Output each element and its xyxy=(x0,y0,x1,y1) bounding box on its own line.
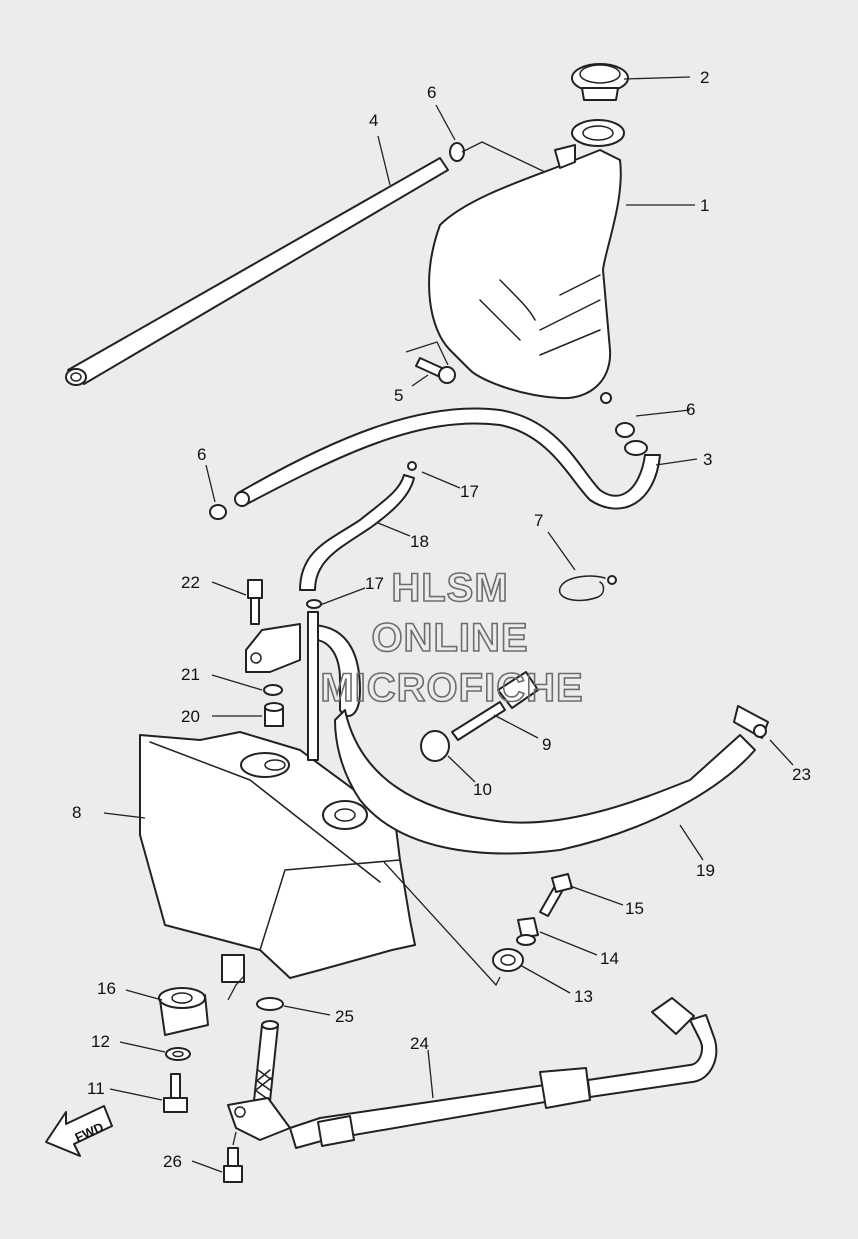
fwd-arrow-icon: FWD xyxy=(45,1105,113,1157)
part-16-cap xyxy=(158,987,209,1036)
part-19-oil-hose xyxy=(334,709,756,855)
callout-labels: 1 2 3 4 5 6 6 6 7 8 9 10 11 12 13 14 15 … xyxy=(72,68,811,1171)
tank-outlet-pipe xyxy=(307,611,361,761)
part-7-band xyxy=(558,575,617,602)
part-15-bolt xyxy=(539,873,573,917)
callout-4: 4 xyxy=(369,111,378,130)
callout-6-left: 6 xyxy=(197,445,206,464)
callout-17-lower: 17 xyxy=(365,574,384,593)
callout-11: 11 xyxy=(87,1079,105,1098)
part-20-collar xyxy=(264,702,284,727)
part-9-oil-level-gauge xyxy=(451,671,539,741)
callout-20: 20 xyxy=(181,707,200,726)
part-17-clip-b xyxy=(306,599,322,609)
callout-2: 2 xyxy=(700,68,709,87)
part-18-breather-hose xyxy=(299,474,415,591)
part-6-clip-left xyxy=(209,504,227,520)
part-26-bolt xyxy=(223,1147,243,1183)
part-21-o-ring xyxy=(263,684,283,696)
callout-22: 22 xyxy=(181,573,200,592)
watermark-line-2: ONLINE xyxy=(371,616,528,660)
callout-3: 3 xyxy=(703,450,712,469)
callout-8: 8 xyxy=(72,803,81,822)
callout-24: 24 xyxy=(410,1034,429,1053)
callout-10: 10 xyxy=(473,780,492,799)
part-17-clip-a xyxy=(407,461,417,471)
callout-9: 9 xyxy=(542,735,551,754)
part-3-return-hose xyxy=(234,407,661,510)
bracket xyxy=(245,623,301,673)
part-23-clamp xyxy=(733,705,769,739)
callout-7: 7 xyxy=(534,511,543,530)
callout-16: 16 xyxy=(97,979,116,998)
part-13-grommet xyxy=(492,948,524,972)
part-8-oil-tank xyxy=(139,731,416,983)
part-6-clip-right xyxy=(615,422,635,438)
leader-lines xyxy=(103,76,794,1173)
callout-6-right: 6 xyxy=(686,400,695,419)
callout-14: 14 xyxy=(600,949,619,968)
callout-13: 13 xyxy=(574,987,593,1006)
callout-1: 1 xyxy=(700,196,709,215)
callout-19: 19 xyxy=(696,861,715,880)
part-14-collar xyxy=(516,917,539,946)
callout-6-upper: 6 xyxy=(427,83,436,102)
watermark-line-1: HLSM xyxy=(391,566,508,610)
callout-17-upper: 17 xyxy=(460,482,479,501)
part-1-oil-reservoir xyxy=(428,119,625,404)
part-24-oil-pipe xyxy=(289,997,718,1149)
part-25-o-ring xyxy=(256,997,284,1011)
callout-23: 23 xyxy=(792,765,811,784)
strainer-pipe xyxy=(227,1020,291,1141)
callout-15: 15 xyxy=(625,899,644,918)
callout-12: 12 xyxy=(91,1032,110,1051)
callout-26: 26 xyxy=(163,1152,182,1171)
part-6-clip-upper xyxy=(449,142,465,162)
part-5-bolt xyxy=(415,357,456,384)
part-10-o-ring xyxy=(420,730,450,762)
part-4-vent-hose xyxy=(65,157,449,386)
callout-5: 5 xyxy=(394,386,403,405)
watermark-line-3: MICROFICHE xyxy=(320,666,583,710)
watermark: HLSM ONLINE MICROFICHE xyxy=(320,565,584,711)
part-11-bolt xyxy=(163,1073,188,1113)
callout-21: 21 xyxy=(181,665,200,684)
callout-25: 25 xyxy=(335,1007,354,1026)
part-22-bolt xyxy=(247,579,263,625)
callout-18: 18 xyxy=(410,532,429,551)
part-12-washer xyxy=(165,1047,191,1061)
part-2-filler-cap xyxy=(571,63,629,101)
